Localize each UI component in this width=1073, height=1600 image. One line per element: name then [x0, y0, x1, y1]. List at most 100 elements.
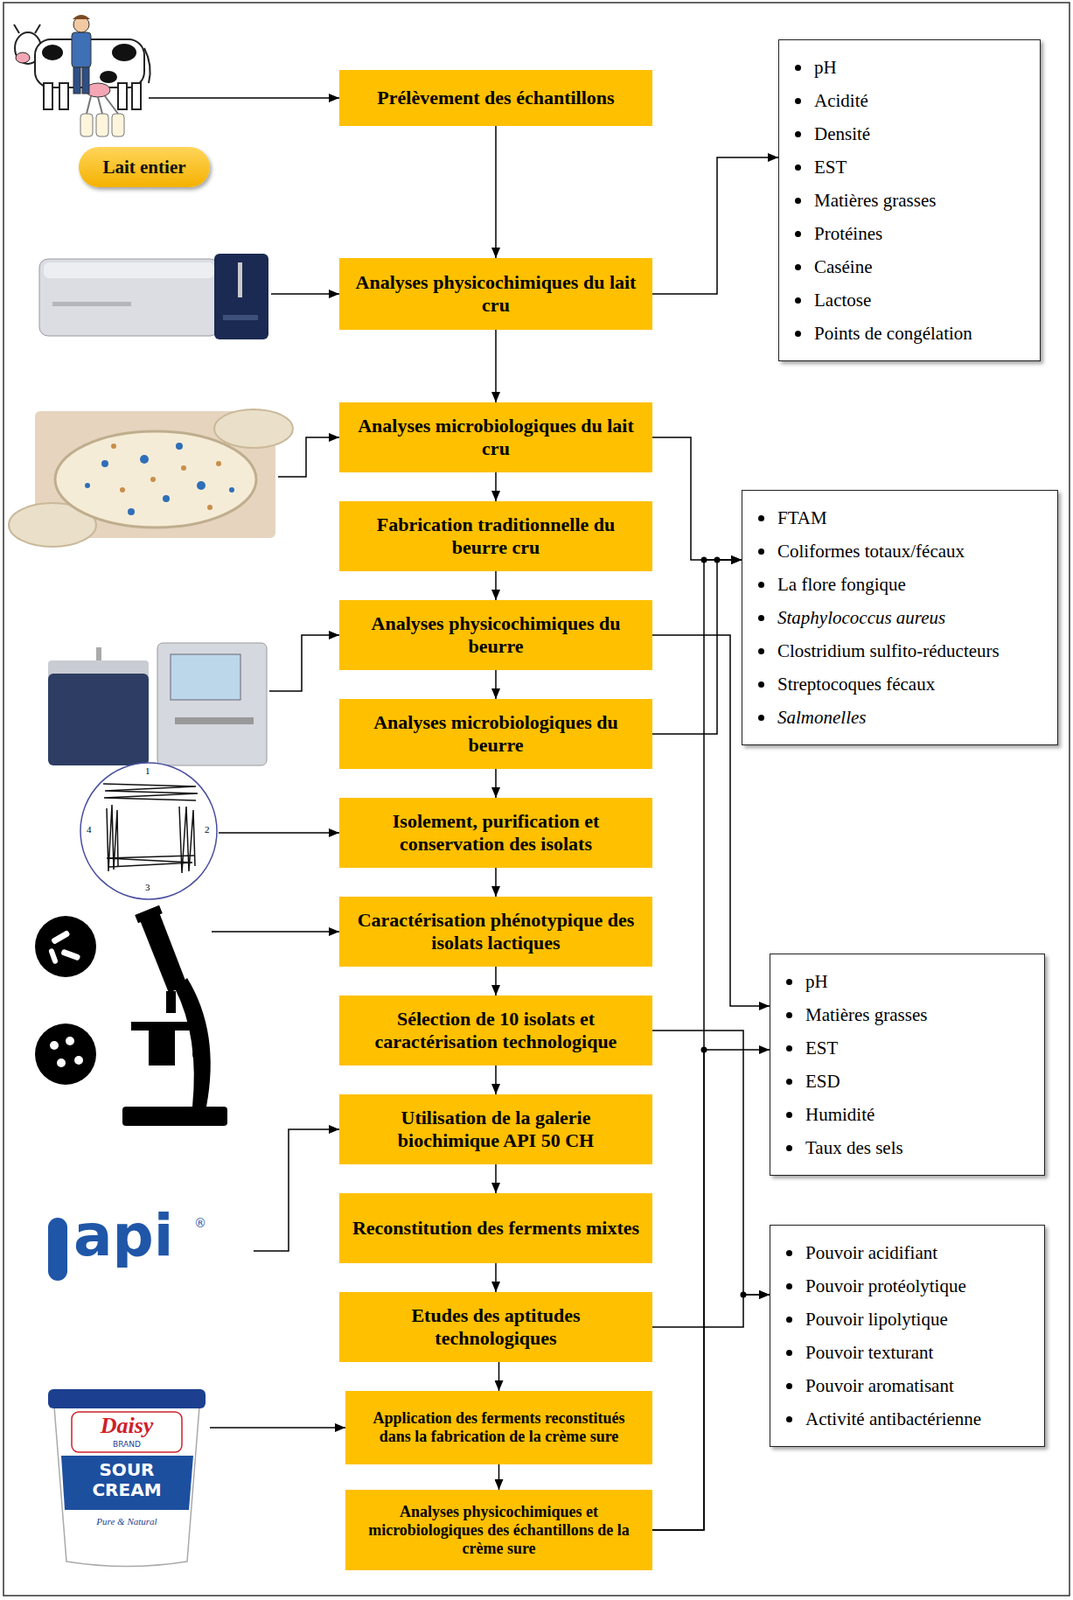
list-item-text: Acidité	[814, 90, 869, 112]
list-item: EST	[779, 150, 1033, 184]
box-text-wrap: Fabrication traditionnelle du beurre cru	[349, 513, 642, 559]
list-item-text: Pouvoir acidifiant	[805, 1241, 938, 1263]
bullet-dot	[786, 1349, 793, 1356]
list-item: Humidité	[770, 1097, 1038, 1131]
bullet-dot	[794, 197, 802, 204]
list-item: EST	[770, 1031, 1038, 1065]
box-text-wrap: Analyses physicochimiques du beurre	[349, 612, 642, 658]
sour-cream-illustration-part	[61, 1455, 194, 1510]
flow-arrow	[494, 768, 497, 798]
illustration-label: SOUR CREAM	[83, 1459, 171, 1500]
illustration-label: api	[73, 1206, 174, 1265]
list-item-text: Pouvoir aromatisant	[805, 1374, 955, 1396]
list-item-text: Clostridium sulfito-réducteurs	[777, 640, 1000, 662]
sour-cream-illustration	[48, 1388, 206, 1567]
flow-arrow	[652, 1049, 770, 1530]
bullet-dot	[758, 647, 765, 655]
leader-arrows-part	[209, 1426, 346, 1429]
illustration-label: Pure & Natural	[65, 1515, 189, 1527]
microscope-illustration-part	[49, 1040, 59, 1050]
sour-cream-illustration-part	[48, 1388, 206, 1408]
streak-plate-illustration-part	[106, 855, 195, 867]
box-text-wrap: Lait entier	[85, 156, 203, 178]
box-text-wrap: Application des ferments reconstitués da…	[355, 1408, 642, 1446]
flow-arrow	[652, 1294, 770, 1327]
list-box: Pouvoir acidifiantPouvoir protéolytiqueP…	[769, 1224, 1046, 1447]
petri-dish-illustration-part	[150, 476, 156, 482]
cow-illustration-part	[71, 32, 91, 68]
milk-analyzer-illustration-part	[222, 314, 258, 321]
petri-dish-illustration-part	[214, 409, 293, 448]
box-text-wrap: Analyses microbiologiques du beurre	[349, 710, 642, 757]
process-box: Analyses microbiologiques du lait cru	[339, 402, 653, 473]
cow-illustration-part	[99, 70, 118, 84]
list-item: Matières grasses	[779, 183, 1033, 217]
box-label: Analyses microbiologiques du lait cru	[349, 414, 642, 460]
cow-illustration-part	[118, 83, 127, 110]
list-item: Salmonelles	[742, 700, 1051, 734]
petri-dish-illustration-part	[175, 442, 183, 450]
sour-cream-illustration-part	[54, 1406, 200, 1567]
microscope-illustration-part	[148, 1030, 175, 1066]
streak-plate-illustration-part	[106, 804, 119, 871]
list-item-text: Pouvoir protéolytique	[805, 1275, 967, 1296]
flow-arrow	[494, 867, 497, 897]
box-label: Analyses physicochimiques du beurre	[349, 612, 642, 658]
bullet-dot	[794, 64, 802, 71]
petri-dish-illustration-part	[162, 494, 170, 502]
petri-dish-illustration-part	[196, 480, 206, 490]
flow-arrow	[494, 1065, 497, 1094]
microscope-illustration-part	[34, 1023, 97, 1085]
milk-analyzer-illustration-part	[43, 262, 215, 279]
flow-arrow	[652, 559, 742, 734]
milk-analyzer-illustration-part	[237, 262, 243, 298]
process-box: Fabrication traditionnelle du beurre cru	[339, 501, 653, 572]
microscope-illustration-part	[60, 947, 81, 961]
microscope-illustration-part	[56, 1058, 66, 1067]
process-box: Analyses physicochimiques et microbiolog…	[345, 1489, 653, 1570]
cow-illustration-part	[111, 43, 137, 62]
list-item-text: Matières grasses	[814, 189, 936, 211]
leader-arrows-part	[278, 437, 340, 477]
flow-arrow	[652, 157, 779, 294]
illustration-label: Daisy	[71, 1412, 182, 1439]
list-item-text: EST	[805, 1037, 838, 1059]
api-logo-part	[48, 1217, 68, 1281]
flow-arrow	[494, 1262, 497, 1292]
list-item: Activité antibactérienne	[770, 1401, 1038, 1436]
bullet-dot	[786, 1011, 793, 1018]
illustration-label: 2	[204, 823, 210, 836]
box-text-wrap: Etudes des aptitudes technologiques	[349, 1303, 642, 1350]
bullet-dot	[786, 1045, 793, 1052]
process-box: Reconstitution des ferments mixtes	[339, 1192, 653, 1263]
list-item-text: ESD	[805, 1070, 841, 1092]
list-item: Caséine	[779, 250, 1033, 284]
streak-plate-illustration-part	[103, 783, 198, 801]
list-item: Taux des sels	[770, 1130, 1038, 1164]
bullet-dot	[786, 1144, 793, 1151]
cow-illustration-part	[41, 44, 63, 61]
petri-dish-illustration-part	[229, 487, 235, 493]
list-item: Points de congélation	[779, 316, 1033, 350]
list-item: Pouvoir texturant	[770, 1335, 1038, 1369]
list-item-text: FTAM	[777, 507, 828, 529]
bullet-dot	[786, 1382, 793, 1389]
bullet-dot	[786, 1316, 793, 1323]
bullet-dot	[794, 230, 802, 237]
leader-arrows-part	[253, 1128, 340, 1251]
list-item-text: Caséine	[814, 256, 872, 278]
illustration-label: 4	[86, 823, 92, 836]
list-item-text: Taux des sels	[805, 1136, 904, 1158]
butter-analyzer-illustration-part	[170, 654, 241, 700]
box-label: Analyses microbiologiques du beurre	[349, 710, 642, 757]
microscope-illustration-part	[65, 1036, 75, 1046]
flow-arrow	[494, 669, 497, 699]
list-item: Matières grasses	[770, 997, 1038, 1032]
list-item-text: La flore fongique	[777, 573, 906, 595]
illustration-label: 1	[145, 765, 151, 777]
petri-dish-illustration-part	[55, 431, 257, 528]
microscope-illustration-part	[174, 977, 211, 1107]
cow-illustration-part	[43, 83, 53, 110]
box-label: Caractérisation phénotypique des isolats…	[349, 908, 642, 955]
leader-arrows-part	[271, 292, 340, 295]
